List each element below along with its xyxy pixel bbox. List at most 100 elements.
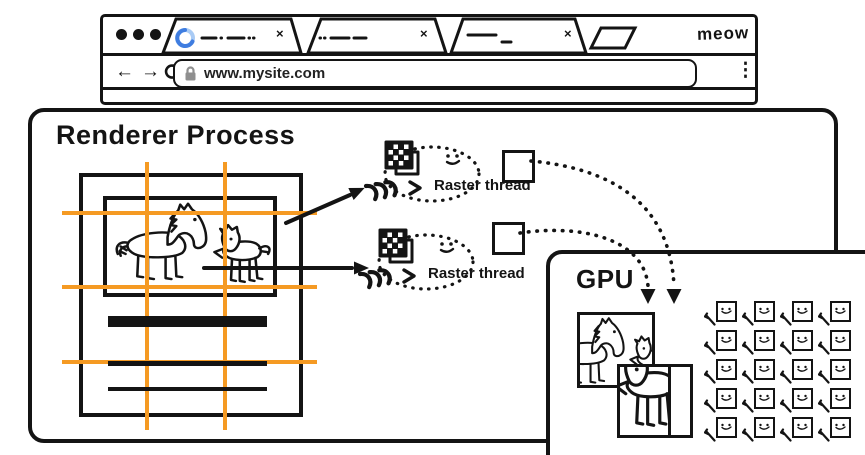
gpu-worker-tile [780,300,818,329]
smiley-face-icon [835,307,846,314]
tile-b-divider [668,367,671,435]
page-heading-bar [108,316,267,327]
gpu-raster-tile-b [617,364,693,438]
gpu-worker-tile [742,300,780,329]
renderer-process-title: Renderer Process [56,120,296,150]
smiley-face-icon [797,423,808,430]
smiley-face-icon [797,365,808,372]
tile-square-2 [492,222,525,255]
gpu-worker-tile [742,329,780,358]
smiley-face-icon [835,365,846,372]
smiley-face-icon [797,307,808,314]
browser-tab-bar: × × × meow [103,17,755,56]
wrench-icon [704,399,716,413]
smiley-face-icon [721,336,732,343]
wrench-icon [818,370,830,384]
tile-grid-hline [62,211,317,215]
texture-quad [792,388,813,409]
smiley-face-icon [721,423,732,430]
wrench-icon [818,341,830,355]
texture-quad [754,359,775,380]
texture-quad [754,388,775,409]
wrench-icon [818,399,830,413]
back-icon[interactable]: ← [115,61,134,82]
browser-window: × × × meow ← → www.mysite.com ⋮ [100,14,758,105]
wrench-icon [818,312,830,326]
tab-title-scribbles [200,33,513,44]
wrench-icon [780,399,792,413]
tab-active[interactable] [161,17,303,54]
page-text-line [108,361,267,366]
wrench-icon [780,370,792,384]
wrench-icon [704,370,716,384]
traffic-light-icon[interactable] [133,29,144,40]
smiley-face-icon [797,336,808,343]
tab-close-icon[interactable]: × [564,26,572,41]
url-field[interactable]: www.mysite.com [173,59,697,88]
tile-square-1 [502,150,535,183]
gpu-worker-tile [742,387,780,416]
wrench-icon [742,428,754,442]
menu-dots-icon[interactable]: ⋮ [736,60,755,81]
tab-close-icon[interactable]: × [420,26,428,41]
wrench-icon [742,341,754,355]
lock-icon [185,66,196,81]
smiley-face-icon [759,423,770,430]
new-tab-button[interactable] [588,26,638,50]
page-text-line [108,387,267,391]
tab-2[interactable] [306,17,448,54]
texture-quad [792,301,813,322]
forward-icon[interactable]: → [141,61,160,82]
horse-crop-foal [620,367,668,427]
traffic-light-icon[interactable] [116,29,127,40]
gpu-worker-tile [780,358,818,387]
texture-quad [830,417,851,438]
gpu-worker-tile [704,358,742,387]
texture-quad [716,301,737,322]
raster-thread-label-2: Raster thread [428,265,525,282]
gpu-worker-tile [818,416,856,445]
smiley-face-icon [759,394,770,401]
browser-brand-label: meow [696,23,750,44]
wrench-icon [780,312,792,326]
wrench-icon [742,370,754,384]
smiley-face-icon [835,394,846,401]
gpu-worker-tile [780,416,818,445]
smiley-face-icon [835,423,846,430]
traffic-light-icon[interactable] [150,29,161,40]
texture-quad [792,359,813,380]
gpu-title: GPU [576,264,634,294]
texture-quad [716,330,737,351]
wrench-icon [742,399,754,413]
texture-quad [830,301,851,322]
texture-quad [830,359,851,380]
smiley-face-icon [759,307,770,314]
tabs-graphic [161,17,638,54]
smiley-face-icon [759,365,770,372]
gpu-worker-tile [818,387,856,416]
wrench-icon [780,341,792,355]
gpu-worker-tile [742,358,780,387]
texture-quad [754,301,775,322]
tile-grid-vline [145,162,149,430]
url-text: www.mysite.com [204,65,326,82]
texture-quad [754,417,775,438]
texture-quad [830,388,851,409]
texture-quad [754,330,775,351]
wrench-icon [704,428,716,442]
gpu-worker-tile [818,300,856,329]
gpu-worker-tile [742,416,780,445]
page-image-frame [103,196,277,297]
wrench-icon [704,341,716,355]
gpu-worker-tile [818,329,856,358]
tab-3[interactable] [449,17,588,54]
smiley-face-icon [721,394,732,401]
smiley-face-icon [721,307,732,314]
texture-quad [792,330,813,351]
smiley-face-icon [721,365,732,372]
texture-quad [830,330,851,351]
tab-close-icon[interactable]: × [276,26,284,41]
gpu-worker-tile [704,300,742,329]
smiley-face-icon [797,394,808,401]
